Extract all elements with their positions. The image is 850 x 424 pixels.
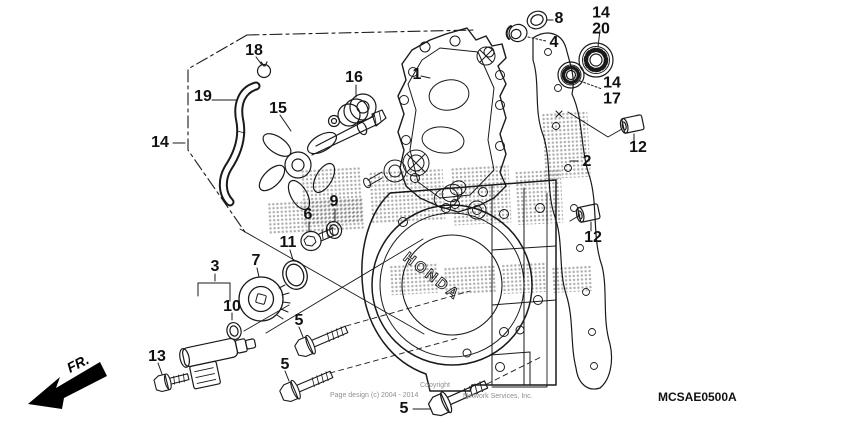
part-2-gasket [532,32,613,390]
callout-14-20[interactable]: 14 20 [592,4,610,38]
part-4-collar [505,23,528,43]
callout-5[interactable]: 5 [294,311,304,329]
copyright-line-2: Page design (c) 2004 - 2014 [330,392,419,399]
part-3-sensor [179,337,257,390]
water-pump-housing-details [363,110,563,220]
callout-4[interactable]: 4 [549,33,559,51]
part-12-dowel-lower [575,203,601,223]
callout-18[interactable]: 18 [245,41,263,59]
callout-12[interactable]: 12 [584,228,602,246]
callout-1[interactable]: 1 [412,65,422,83]
front-direction-arrow: FR. [28,351,107,409]
copyright-line-1: Copyright [420,382,450,389]
part-1-cover-plate [397,27,507,213]
callout-14[interactable]: 14 [151,133,169,151]
callout-10[interactable]: 10 [223,297,241,315]
callout-3[interactable]: 3 [210,257,220,275]
fr-arrow-icon [28,362,107,409]
leader-lines [157,19,635,410]
part-18-hose-clamp [256,61,272,79]
part-12-dowel-upper [619,114,645,134]
callout-13[interactable]: 13 [148,347,166,365]
callout-7[interactable]: 7 [251,251,261,269]
callout-12[interactable]: 12 [629,138,647,156]
copyright-line-3: Network Services, Inc. [463,393,533,400]
callout-8[interactable]: 8 [554,9,564,27]
part-13-bolt [153,373,190,393]
callout-5[interactable]: 5 [399,399,409,417]
part-10-o-ring [226,321,242,341]
reference-lines [239,192,548,388]
part-7-filler-cap [238,276,291,322]
callout-9[interactable]: 9 [329,192,339,210]
part-15-impeller [258,109,387,211]
callout-16[interactable]: 16 [345,68,363,86]
part-20-bearing [578,42,614,78]
callout-14-17[interactable]: 14 17 [603,74,621,108]
part-11-o-ring [282,260,308,290]
front-crankcase-cover [361,179,557,392]
part-6-plug [300,226,336,252]
callout-19[interactable]: 19 [194,87,212,105]
callout-15[interactable]: 15 [269,99,287,117]
part-19-hose [218,81,261,207]
callout-2[interactable]: 2 [582,152,592,170]
diagram-code: MCSAE0500A [658,390,737,404]
part-8-grommet [526,10,548,30]
part-16-mechanical-seal [327,93,377,128]
part-17-bearing [557,61,585,89]
callout-5[interactable]: 5 [280,355,290,373]
callout-11[interactable]: 11 [279,233,297,251]
part-9-washer [325,220,343,240]
group-bracket-14 [172,29,477,233]
callout-6[interactable]: 6 [303,205,313,223]
